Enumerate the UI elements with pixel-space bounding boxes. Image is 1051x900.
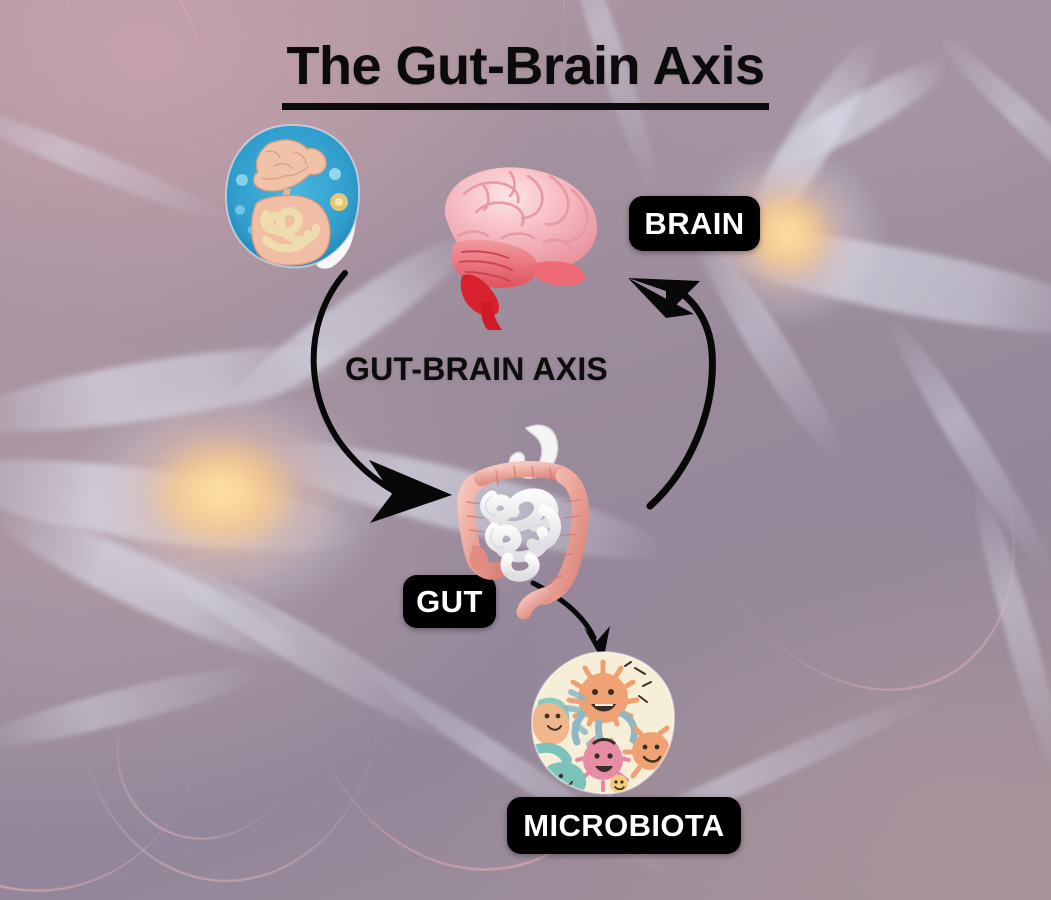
page-title: The Gut-Brain Axis	[282, 38, 769, 110]
gut-brain-sticker-icon	[222, 122, 362, 270]
microbiota-sticker-icon	[527, 648, 679, 796]
label-brain: BRAIN	[629, 196, 760, 251]
label-microbiota: MICROBIOTA	[507, 797, 741, 854]
arrow-brain-to-gut	[310, 270, 452, 523]
gut-illustration	[448, 418, 608, 623]
arrow-gut-to-brain	[628, 278, 716, 510]
gut-brain-axis-caption: GUT-BRAIN AXIS	[345, 351, 608, 387]
title-container: The Gut-Brain Axis	[0, 38, 1051, 110]
label-gut: GUT	[403, 575, 496, 628]
brain-illustration	[418, 152, 623, 332]
